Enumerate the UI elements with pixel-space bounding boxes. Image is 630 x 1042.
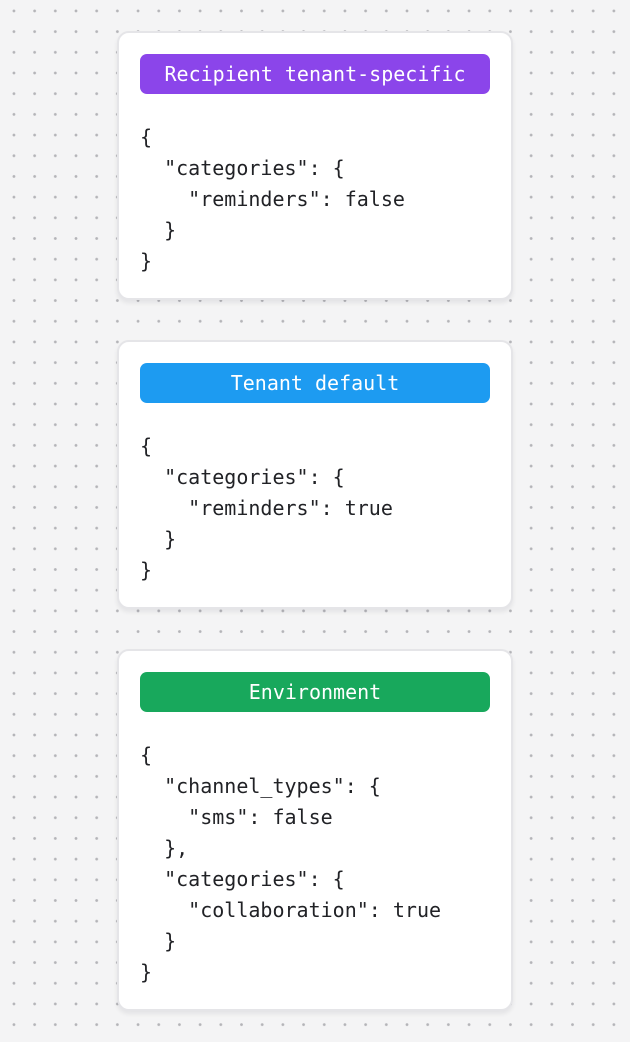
card-environment: Environment { "channel_types": { "sms": …: [117, 649, 513, 1011]
card-recipient-tenant-specific: Recipient tenant-specific { "categories"…: [117, 31, 513, 300]
card-tenant-default: Tenant default { "categories": { "remind…: [117, 340, 513, 609]
badge-environment: Environment: [140, 672, 490, 712]
badge-recipient-tenant-specific: Recipient tenant-specific: [140, 54, 490, 94]
json-code-recipient-tenant-specific: { "categories": { "reminders": false } }: [140, 125, 405, 273]
json-code-environment: { "channel_types": { "sms": false }, "ca…: [140, 743, 442, 984]
json-code-tenant-default: { "categories": { "reminders": true } }: [140, 434, 393, 582]
badge-tenant-default: Tenant default: [140, 363, 490, 403]
preference-cards-stack: Recipient tenant-specific { "categories"…: [117, 31, 513, 1011]
